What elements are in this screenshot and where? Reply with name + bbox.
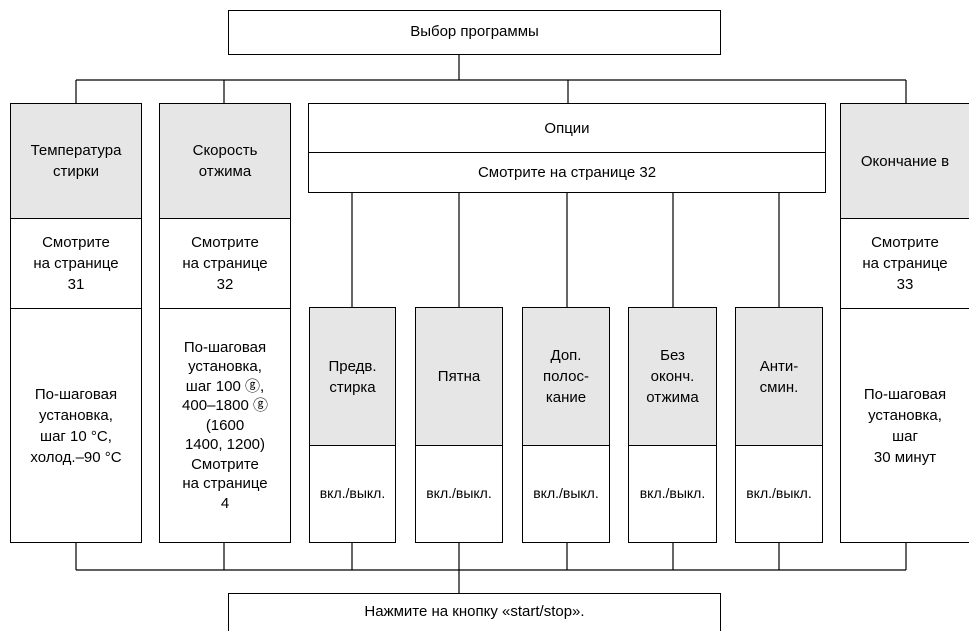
- end-time-divider-1: [841, 218, 969, 219]
- option-extra-rinse-label: Доп. полос- кание: [523, 308, 609, 445]
- option-extra-rinse-divider: [523, 445, 609, 446]
- spin-ref: Смотрите на странице 32: [182, 234, 268, 293]
- option-stains-label: Пятна: [416, 308, 502, 445]
- options-box: Опции Смотрите на странице 32: [308, 103, 826, 193]
- spin-title: Скорость отжима: [160, 104, 290, 218]
- options-ref: Смотрите на странице 32: [477, 164, 657, 181]
- option-prewash-state: вкл./выкл.: [319, 485, 386, 502]
- program-selection-label: Выбор программы: [410, 23, 539, 41]
- option-prewash-divider: [310, 445, 395, 446]
- spin-divider-1: [160, 218, 290, 219]
- option-prewash-label: Предв. стирка: [310, 308, 395, 445]
- end-time-ref: Смотрите на странице 33: [862, 234, 948, 293]
- end-time-title: Окончание в: [841, 104, 969, 218]
- option-no-final-spin-divider: [629, 445, 716, 446]
- temperature-divider-1: [11, 218, 141, 219]
- option-stains: Пятна вкл./выкл.: [415, 307, 503, 543]
- option-anti-crease: Анти- смин. вкл./выкл.: [735, 307, 823, 543]
- spin-detail: По-шаговая установка, шаг 100 ⓖ, 400–180…: [182, 338, 268, 512]
- option-no-final-spin-label: Без оконч. отжима: [629, 308, 716, 445]
- option-anti-crease-state: вкл./выкл.: [746, 485, 812, 502]
- end-time-column: Окончание в Смотрите на странице 33 По-ш…: [840, 103, 969, 543]
- option-anti-crease-label: Анти- смин.: [736, 308, 822, 445]
- temperature-title: Температура стирки: [11, 104, 141, 218]
- temperature-ref: Смотрите на странице 31: [33, 234, 119, 293]
- option-no-final-spin: Без оконч. отжима вкл./выкл.: [628, 307, 717, 543]
- program-selection-box: Выбор программы: [228, 10, 721, 55]
- option-stains-divider: [416, 445, 502, 446]
- temperature-detail: По-шаговая установка, шаг 10 °С, холод.–…: [30, 385, 122, 466]
- spin-column: Скорость отжима Смотрите на странице 32 …: [159, 103, 291, 543]
- options-divider: [309, 152, 825, 153]
- start-stop-instruction-box: Нажмите на кнопку «start/stop».: [228, 593, 721, 631]
- option-stains-state: вкл./выкл.: [426, 485, 492, 502]
- option-prewash: Предв. стирка вкл./выкл.: [309, 307, 396, 543]
- temperature-divider-2: [11, 308, 141, 309]
- options-title: Опции: [544, 119, 590, 137]
- temperature-column: Температура стирки Смотрите на странице …: [10, 103, 142, 543]
- option-extra-rinse: Доп. полос- кание вкл./выкл.: [522, 307, 610, 543]
- option-extra-rinse-state: вкл./выкл.: [533, 485, 599, 502]
- end-time-divider-2: [841, 308, 969, 309]
- option-anti-crease-divider: [736, 445, 822, 446]
- spin-divider-2: [160, 308, 290, 309]
- end-time-detail: По-шаговая установка, шаг 30 минут: [863, 385, 947, 466]
- option-no-final-spin-state: вкл./выкл.: [639, 485, 706, 502]
- start-stop-instruction-label: Нажмите на кнопку «start/stop».: [364, 603, 585, 621]
